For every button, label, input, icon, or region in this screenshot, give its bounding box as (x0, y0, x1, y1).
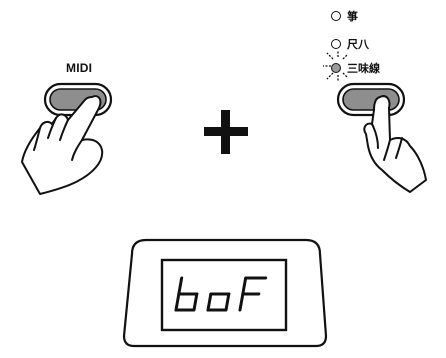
press-hand-icon (21, 95, 104, 195)
display-segment (206, 292, 213, 312)
display-segment (224, 292, 231, 312)
press-hand-icon (363, 95, 427, 193)
display-segment (192, 292, 199, 312)
blinking-led-icon (323, 51, 349, 81)
display-char (238, 276, 268, 312)
plus-icon (204, 110, 248, 154)
led-indicator-icon (331, 11, 341, 21)
voice-item-shakuhachi: 尺八 (331, 36, 369, 52)
display-char (206, 292, 231, 312)
voice-button[interactable] (336, 82, 406, 117)
display-char (174, 276, 199, 312)
led-indicator-lit-icon (331, 63, 341, 73)
display-readout (174, 276, 268, 312)
led-indicator-icon (331, 39, 341, 49)
midi-label: MIDI (66, 61, 93, 75)
voice-item-label: 尺八 (347, 38, 369, 51)
voice-item-label: 箏 (347, 10, 358, 23)
voice-item-koto: 箏 (331, 8, 358, 24)
voice-item-shamisen: 三味線 (331, 60, 380, 76)
voice-item-label: 三味線 (347, 62, 380, 75)
